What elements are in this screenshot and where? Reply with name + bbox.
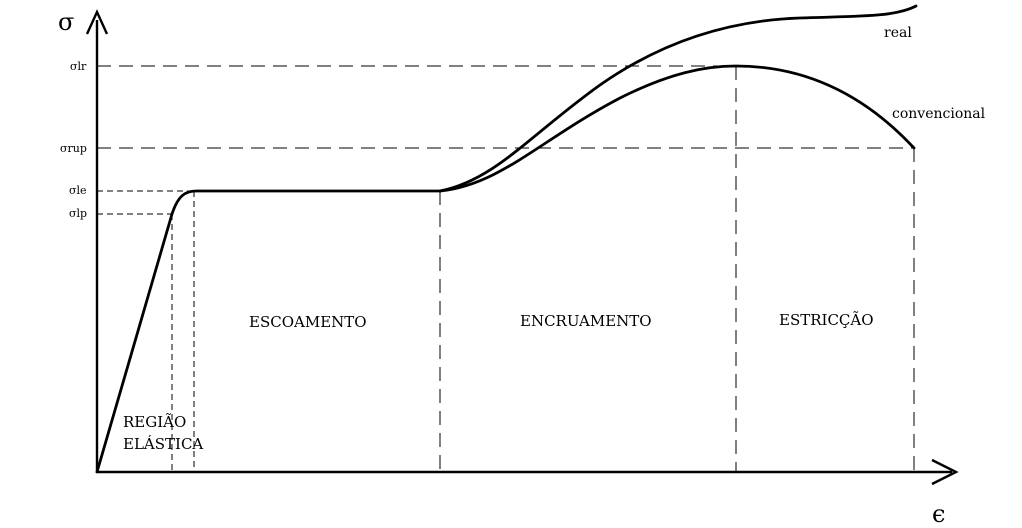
real-curve-label: real: [884, 25, 912, 41]
label-srup: σrup: [60, 142, 87, 155]
region-yielding-label: ESCOAMENTO: [249, 313, 367, 331]
label-sle: σle: [69, 184, 87, 197]
stress-level-labels: σlr σrup σle σlp: [60, 60, 87, 220]
elastic-and-yield-segment: [95, 189, 442, 474]
curves: [95, 4, 918, 474]
x-axis-arrowhead: [931, 458, 959, 486]
axes: σ ϵ: [58, 8, 959, 528]
label-slr: σlr: [70, 60, 87, 73]
region-elastic-label-line1: REGIÃO: [123, 413, 186, 431]
label-slp: σlp: [69, 207, 87, 220]
conventional-curve-label: convencional: [892, 106, 986, 122]
x-axis-symbol: ϵ: [932, 500, 945, 528]
region-elastic-label-line2: ELÁSTICA: [123, 435, 203, 453]
y-axis-arrowhead: [85, 9, 109, 35]
real-curve: [438, 4, 918, 193]
conventional-curve: [438, 64, 916, 193]
region-hardening-label: ENCRUAMENTO: [520, 312, 652, 330]
y-axis-symbol: σ: [58, 8, 74, 36]
region-boundaries: [171, 66, 915, 472]
region-labels: REGIÃO ELÁSTICA ESCOAMENTO ENCRUAMENTO E…: [123, 311, 874, 453]
region-necking-label: ESTRICÇÃO: [779, 311, 874, 329]
